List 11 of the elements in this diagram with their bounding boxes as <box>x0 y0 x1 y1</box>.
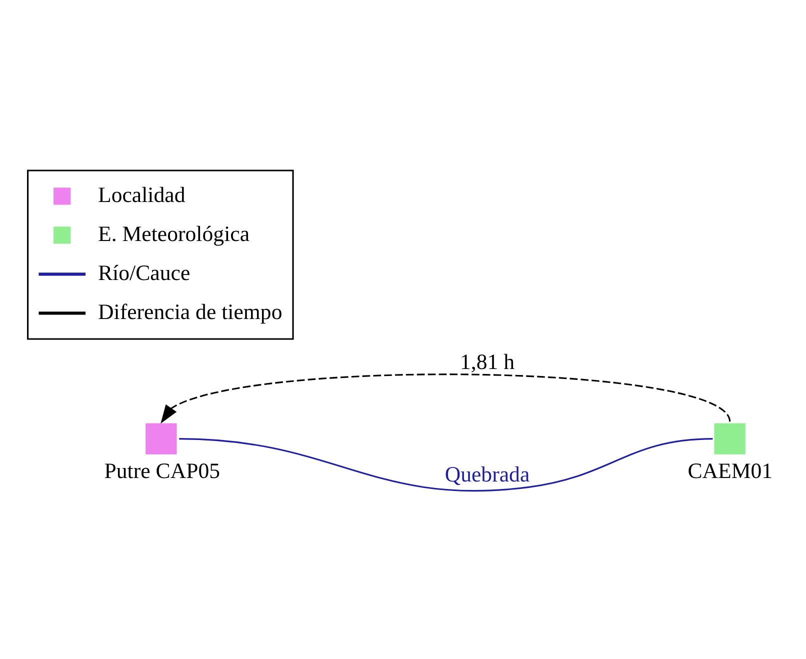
node-box <box>146 422 177 454</box>
node-label: CAEM01 <box>688 458 773 483</box>
legend-label: Diferencia de tiempo <box>98 300 282 324</box>
node-box <box>714 422 746 454</box>
connector <box>179 438 713 491</box>
legend-label: Localidad <box>98 182 186 206</box>
legend-label: Río/Cauce <box>98 260 190 284</box>
edge-label: 1,81 h <box>460 349 515 374</box>
legend-label: E. Meteorológica <box>98 221 250 246</box>
edge-label: Quebrada <box>444 462 530 486</box>
node-label: Putre CAP05 <box>104 458 220 483</box>
